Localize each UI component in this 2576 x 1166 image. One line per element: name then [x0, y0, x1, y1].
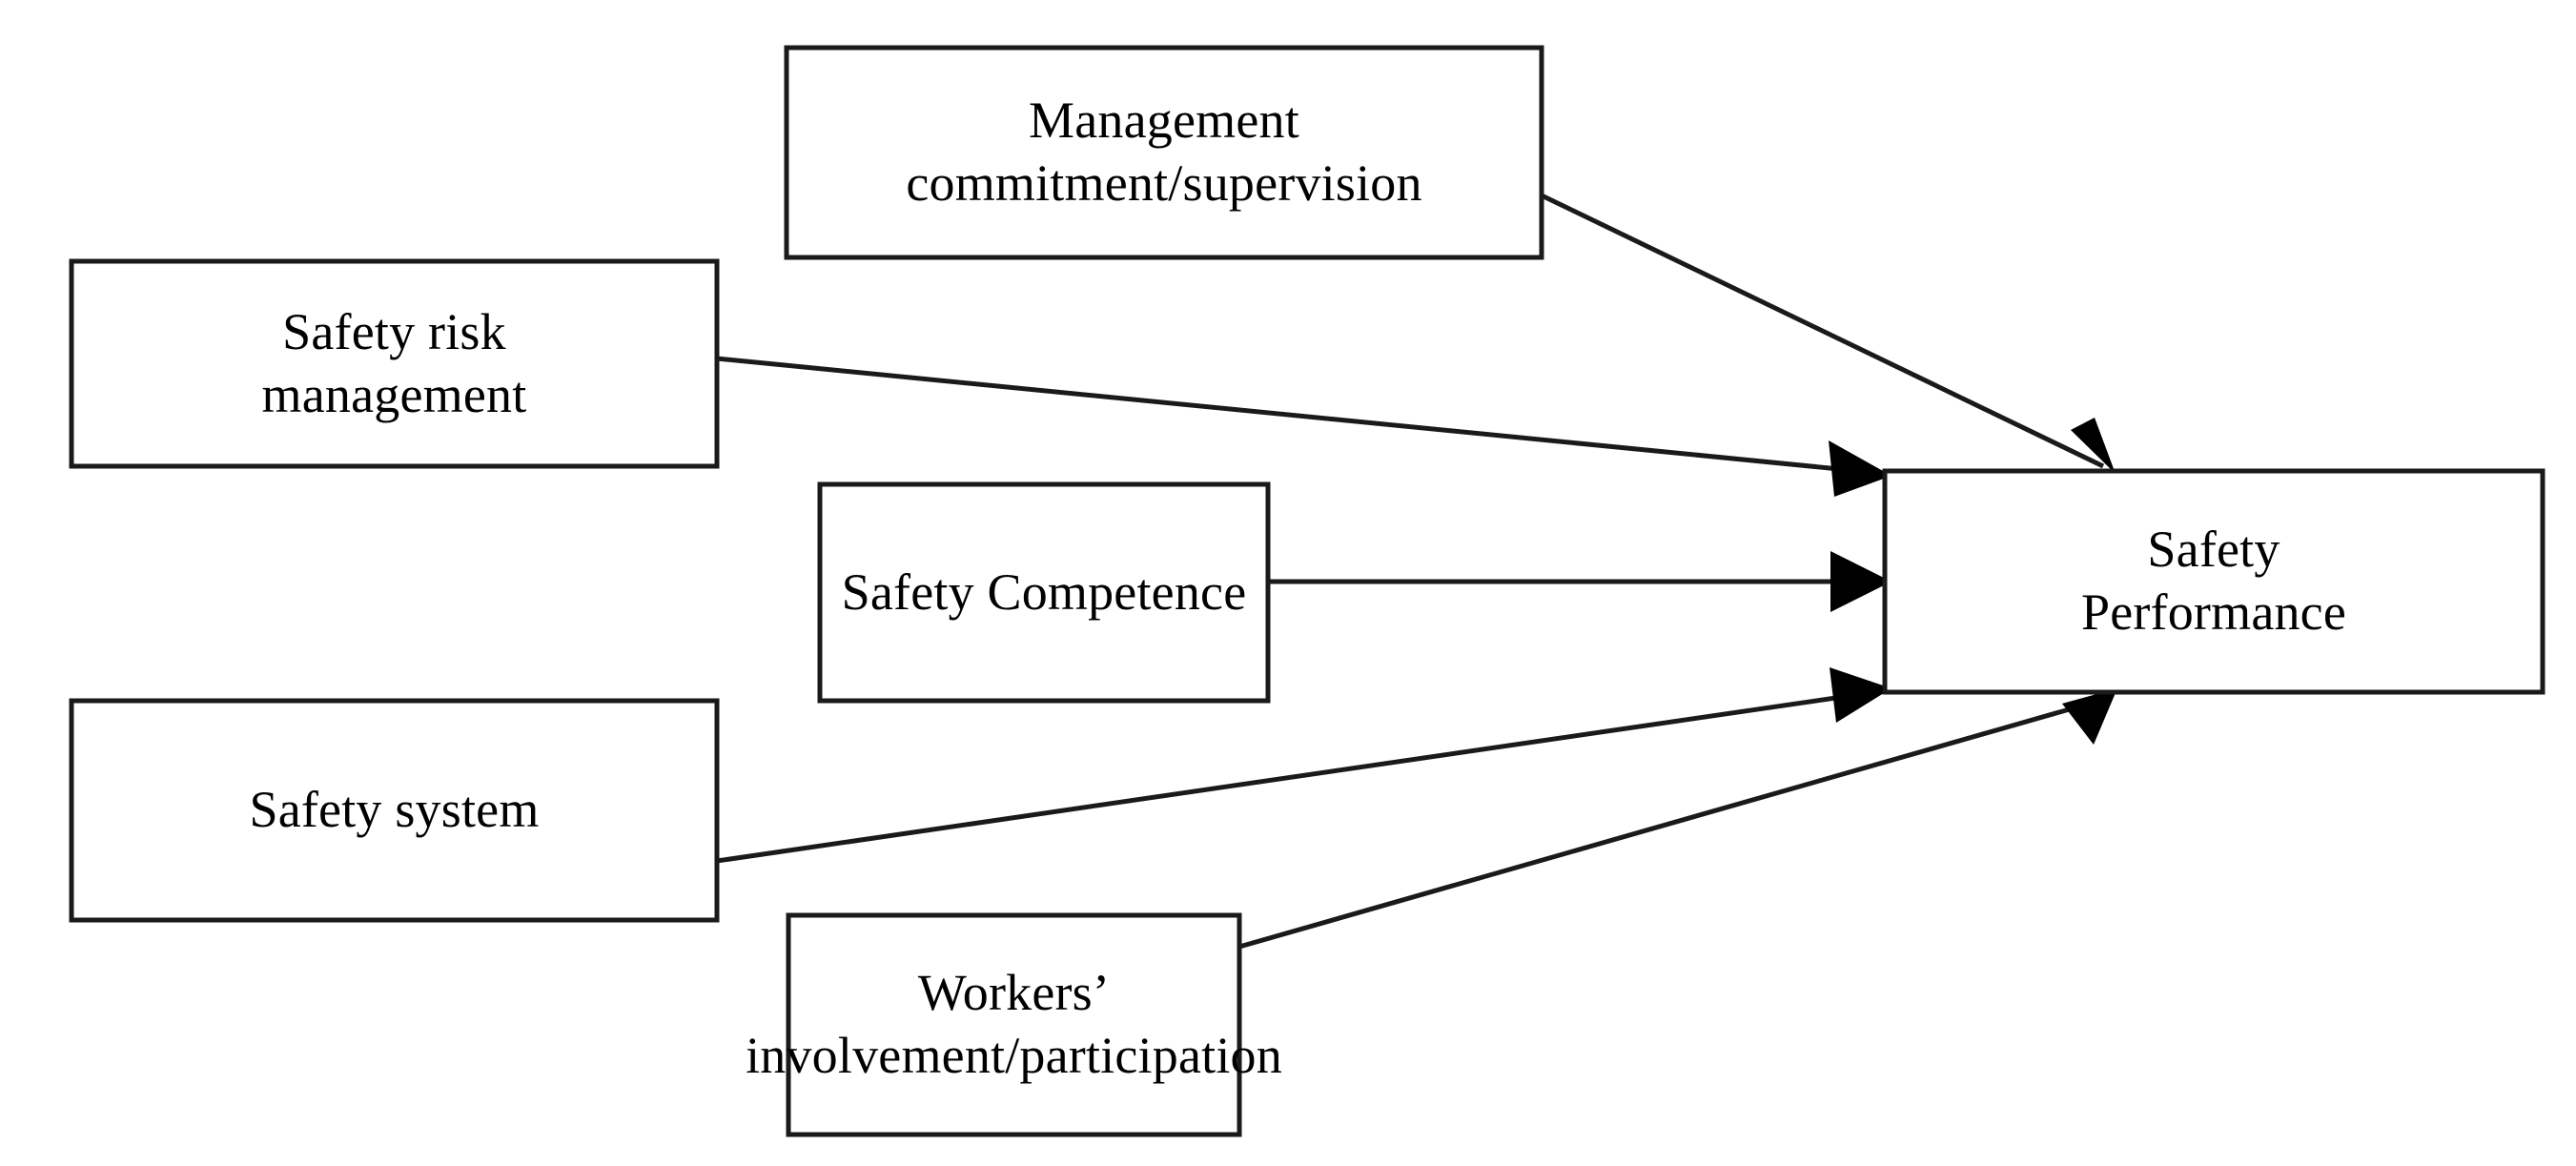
node-box-safety-risk-management[interactable]: [69, 258, 720, 469]
arrow-head-icon: [2071, 418, 2116, 474]
edge-line: [716, 356, 1870, 475]
edge-management-to-performance[interactable]: [1540, 193, 2116, 474]
node-box-management-commitment[interactable]: [784, 45, 1544, 260]
node-box-workers-involvement[interactable]: [786, 912, 1242, 1137]
node-box-safety-system[interactable]: [69, 698, 720, 923]
edge-workers-to-performance[interactable]: [1238, 688, 2117, 950]
edge-layer: [716, 193, 2117, 950]
node-box-safety-competence[interactable]: [817, 481, 1271, 704]
node-layer: [69, 45, 2545, 1137]
arrow-head-icon: [2062, 688, 2117, 745]
edge-risk-to-performance[interactable]: [716, 356, 1891, 497]
arrow-head-icon: [1830, 667, 1891, 723]
arrow-head-icon: [1829, 440, 1891, 497]
edge-line: [716, 690, 1870, 864]
edge-system-to-performance[interactable]: [716, 667, 1891, 864]
arrow-head-icon: [1830, 551, 1891, 612]
node-box-safety-performance[interactable]: [1882, 468, 2545, 695]
edge-line: [1540, 193, 2105, 469]
edge-competence-to-performance[interactable]: [1268, 551, 1891, 612]
edge-line: [1238, 696, 2107, 950]
